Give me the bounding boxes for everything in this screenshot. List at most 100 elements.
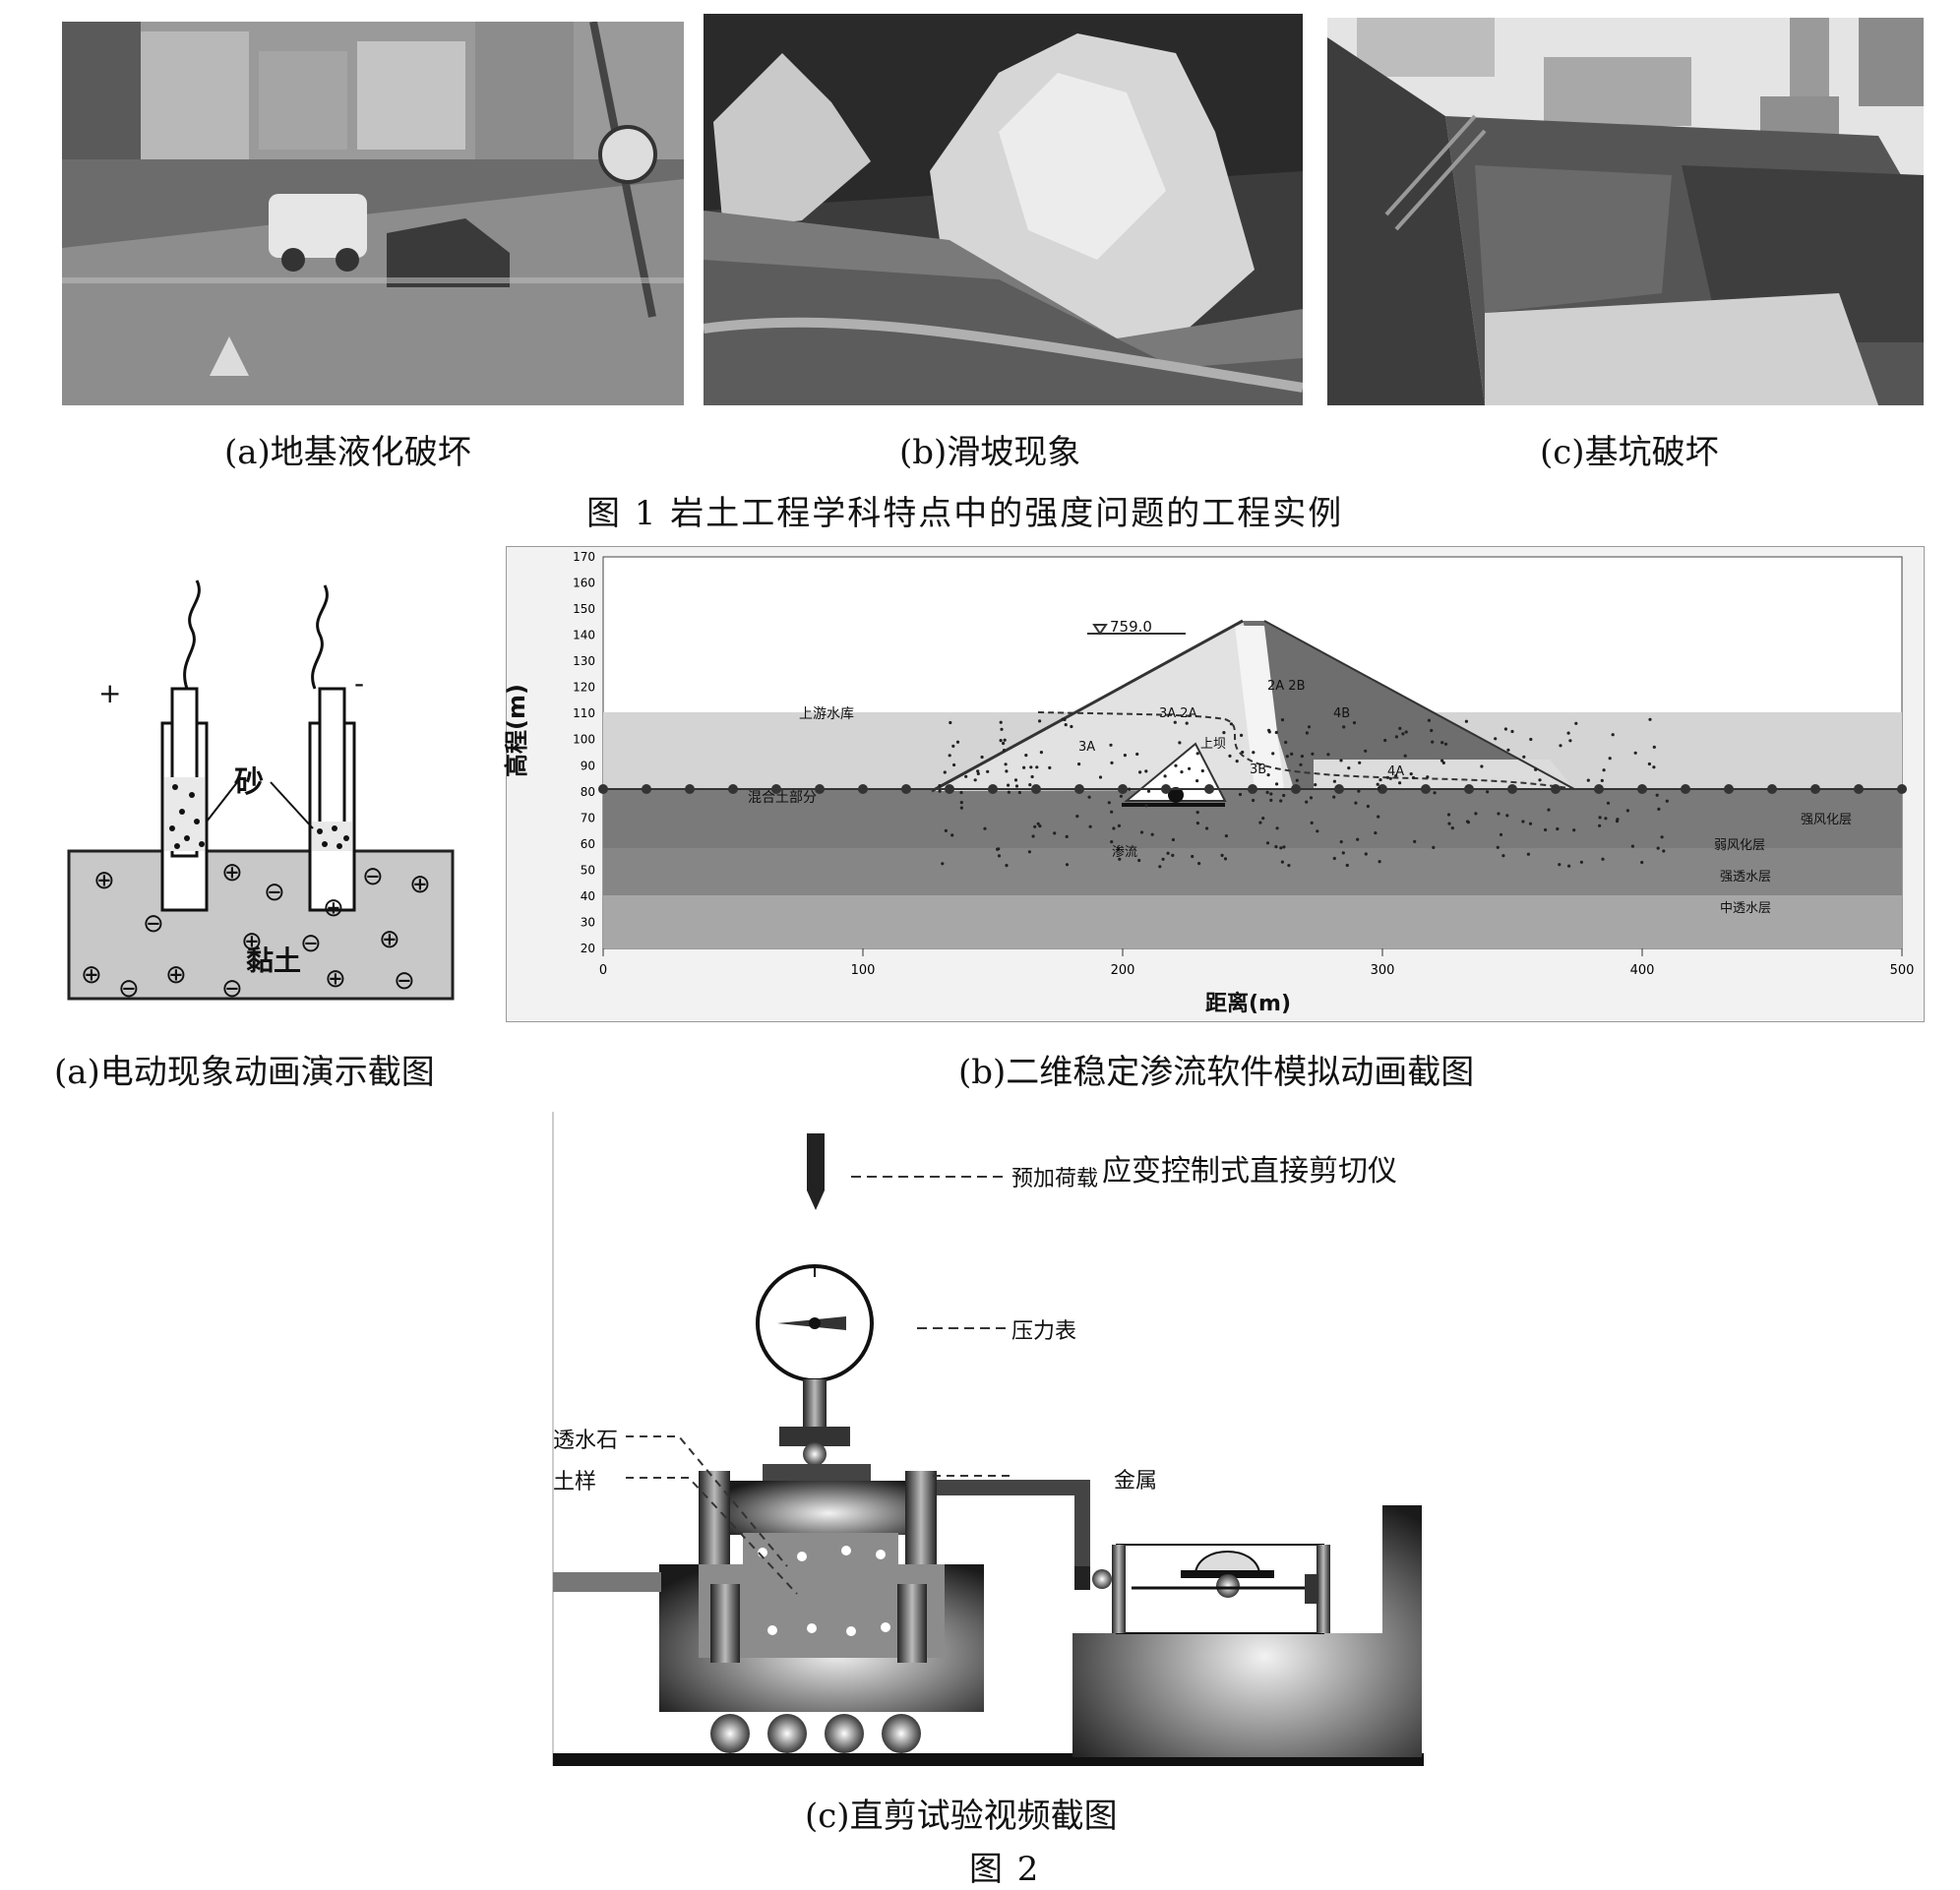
y-tick-label: 80 xyxy=(581,785,595,799)
seepage-particle xyxy=(1364,749,1368,753)
seepage-particle xyxy=(1098,775,1103,779)
seepage-particle xyxy=(1383,738,1387,743)
fig2-title: 图 2 xyxy=(969,1850,1041,1889)
x-tick-label: 100 xyxy=(851,963,876,978)
seepage-particle xyxy=(996,847,1000,851)
seepage-particle xyxy=(1004,762,1008,766)
seepage-particle xyxy=(1326,753,1330,757)
ion-minus-icon: ⊖ xyxy=(394,966,415,996)
anode-plus-sign: + xyxy=(98,677,122,709)
seepage-particle xyxy=(1269,798,1273,802)
seepage-particle xyxy=(1615,820,1620,823)
seepage-particle xyxy=(1474,812,1478,816)
seepage-particle xyxy=(1265,841,1270,845)
direct-shear-apparatus xyxy=(551,1112,1437,1766)
ground-node xyxy=(1810,784,1820,794)
zone-label-3b: 3B xyxy=(1250,762,1267,777)
seepage-particle xyxy=(1173,720,1177,724)
seepage-particle xyxy=(1109,743,1113,747)
seepage-particle xyxy=(1137,858,1141,863)
seepage-particle xyxy=(1267,730,1271,734)
ground-node xyxy=(1118,784,1128,794)
seepage-particle xyxy=(1116,848,1120,852)
seepage-xlabel: 距离(m) xyxy=(1205,992,1292,1016)
seepage-particle xyxy=(944,828,948,832)
seepage-particle xyxy=(938,789,942,793)
seepage-particle xyxy=(1403,754,1407,758)
seepage-particle xyxy=(1556,826,1560,831)
seepage-particle xyxy=(1411,775,1416,780)
seepage-particle xyxy=(1332,779,1336,783)
seepage-particle xyxy=(959,801,963,805)
seepage-particle xyxy=(1166,851,1170,855)
seepage-particle xyxy=(959,806,963,810)
seepage-particle xyxy=(1447,822,1451,825)
seepage-particle xyxy=(1354,801,1358,805)
zone-label-4b: 4B xyxy=(1333,706,1351,721)
seepage-particle xyxy=(1027,850,1031,854)
seepage-particle xyxy=(976,771,980,775)
seepage-particle xyxy=(997,854,1002,858)
ion-minus-icon: ⊖ xyxy=(362,862,384,891)
seepage-particle xyxy=(1075,815,1079,819)
y-tick-label: 100 xyxy=(573,733,595,747)
seepage-particle xyxy=(1299,762,1303,766)
seepage-particle xyxy=(1174,763,1178,767)
photo-foundation-pit xyxy=(1327,18,1924,405)
seepage-particle xyxy=(1110,810,1114,814)
seepage-particle xyxy=(1197,862,1201,866)
seepage-particle xyxy=(1574,721,1578,725)
zone-label-4a: 4A xyxy=(1387,764,1405,779)
seepage-particle xyxy=(1158,865,1162,869)
y-tick-label: 130 xyxy=(573,654,595,668)
photo-liquefaction xyxy=(62,22,684,405)
seepage-particle xyxy=(1314,783,1317,787)
seepage-particle xyxy=(1195,822,1199,825)
seepage-particle xyxy=(1002,749,1007,753)
seepage-particle xyxy=(1287,864,1291,868)
seepage-particle xyxy=(1241,750,1245,755)
seepage-particle xyxy=(1022,765,1026,769)
seepage-particle xyxy=(1110,840,1114,844)
seepage-particle xyxy=(951,744,955,748)
ground-node xyxy=(815,784,825,794)
seepage-particle xyxy=(938,784,942,788)
seepage-particle xyxy=(1038,719,1042,723)
seepage-particle xyxy=(1494,737,1498,741)
seepage-particle xyxy=(1107,801,1111,805)
seepage-particle xyxy=(1228,754,1232,758)
shear-apparatus-title: 应变控制式直接剪切仪 xyxy=(1102,1154,1397,1189)
seepage-particle xyxy=(1000,727,1004,731)
seepage-particle xyxy=(1017,790,1021,795)
seepage-particle xyxy=(1005,864,1009,868)
label-soil-sample: 土样 xyxy=(553,1470,597,1494)
seepage-particle xyxy=(1311,752,1315,756)
seepage-particle xyxy=(1409,772,1413,776)
seepage-particle xyxy=(949,720,952,725)
seepage-particle xyxy=(1284,740,1288,745)
seepage-particle xyxy=(983,826,987,830)
seepage-particle xyxy=(1440,741,1444,745)
ground-node xyxy=(1031,784,1041,794)
zone-label-strong-weathered: 强风化层 xyxy=(1801,813,1853,827)
seepage-particle xyxy=(943,770,947,774)
seepage-particle xyxy=(1033,824,1037,828)
ground-node xyxy=(771,784,781,794)
seepage-particle xyxy=(1030,774,1034,779)
y-tick-label: 90 xyxy=(581,759,595,772)
seepage-particle xyxy=(1568,739,1572,743)
seepage-particle xyxy=(1377,815,1380,819)
seepage-particle xyxy=(1013,778,1018,782)
ground-node xyxy=(1334,784,1344,794)
seepage-particle xyxy=(1185,721,1189,725)
seepage-particle xyxy=(1398,781,1402,785)
seepage-particle xyxy=(1600,778,1604,782)
seepage-particle xyxy=(1450,826,1454,830)
seepage-particle xyxy=(1464,719,1468,723)
ion-minus-icon: ⊖ xyxy=(221,974,243,1004)
seepage-particle xyxy=(1446,813,1451,817)
seepage-particle xyxy=(980,755,984,760)
seepage-particle xyxy=(1534,767,1538,771)
seepage-particle xyxy=(1305,731,1309,735)
